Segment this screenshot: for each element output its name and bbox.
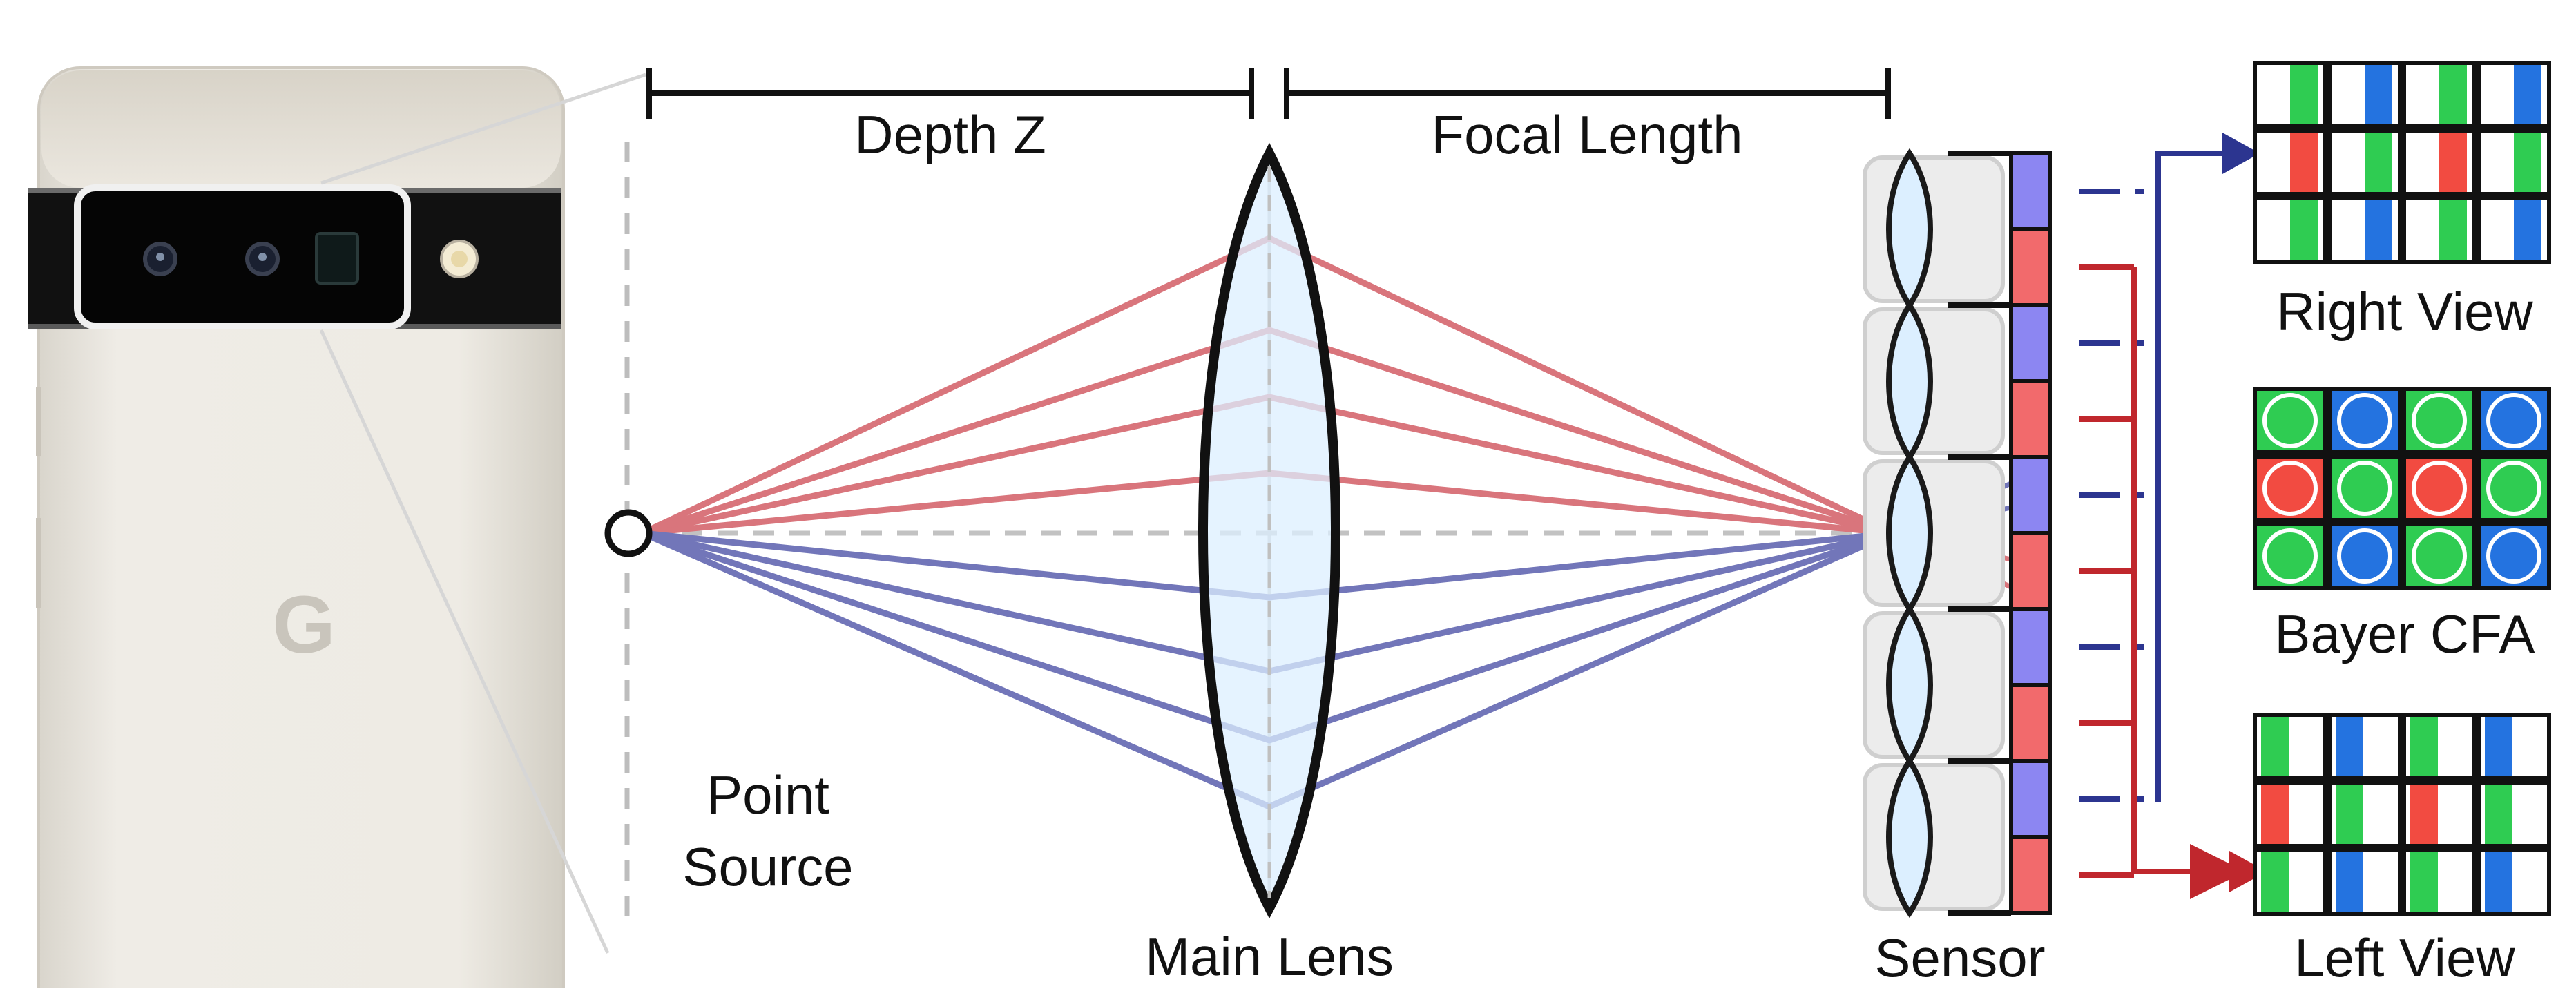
cfa-half-pixel	[2336, 717, 2363, 776]
point-source-label-2: Source	[682, 836, 853, 897]
cfa-half-pixel	[2410, 852, 2438, 912]
cfa-photodiode	[2486, 393, 2541, 448]
zoom-line-bottom	[319, 329, 610, 954]
cfa-half-pixel	[2365, 65, 2392, 124]
microlens-cell	[1863, 763, 2005, 911]
cfa-half-pixel	[2365, 200, 2392, 260]
cfa-photodiode	[2262, 528, 2318, 584]
red-bus	[2131, 267, 2217, 874]
pixel-phone-icon: G	[28, 66, 646, 991]
zoom-line-top	[320, 73, 646, 185]
cfa-half-pixel	[2290, 65, 2318, 124]
sensor-pixel-red	[2009, 835, 2052, 915]
focal-label: Focal Length	[1432, 104, 1743, 165]
phone-logo: G	[272, 579, 336, 671]
cfa-half-pixel	[2410, 717, 2438, 776]
right-view-label: Right View	[2276, 281, 2533, 342]
focal-dimension: Focal Length	[1284, 68, 1891, 165]
cfa-half-pixel	[2336, 852, 2363, 912]
microlens-cell	[1863, 307, 2005, 455]
cfa-half-pixel	[2336, 785, 2363, 844]
cfa-half-pixel	[2485, 717, 2512, 776]
cfa-half-pixel	[2514, 133, 2541, 192]
microlens-cell	[1863, 459, 2005, 607]
cfa-half-pixel	[2261, 717, 2289, 776]
sensor-stack	[1863, 148, 2052, 918]
cfa-half-pixel	[2439, 200, 2467, 260]
point-source-icon	[604, 509, 653, 557]
cfa-photodiode	[2262, 393, 2318, 448]
microlens-cell	[1863, 611, 2005, 759]
cfa-half-pixel	[2410, 785, 2438, 844]
microlens-cell	[1863, 155, 2005, 303]
sensor-pixel-blue	[2009, 455, 2052, 535]
cfa-photodiode	[2412, 461, 2467, 516]
cfa-half-pixel	[2514, 65, 2541, 124]
cfa-photodiode	[2337, 461, 2392, 516]
microlens-icon	[1886, 756, 1933, 918]
bayer-cfa-grid	[2253, 387, 2551, 590]
cfa-half-pixel	[2261, 785, 2289, 844]
cfa-half-pixel	[2290, 133, 2318, 192]
sensor-pixel-blue	[2009, 303, 2052, 383]
pixel-readout-wires	[2079, 133, 2267, 899]
sensor-pixel-red	[2009, 379, 2052, 459]
cfa-half-pixel	[2290, 200, 2318, 260]
camera-zoom-box	[74, 184, 411, 329]
cfa-photodiode	[2486, 528, 2541, 584]
cfa-half-pixel	[2261, 852, 2289, 912]
blue-bus	[2155, 151, 2224, 802]
cfa-half-pixel	[2365, 133, 2392, 192]
cfa-photodiode	[2412, 528, 2467, 584]
left-view-grid	[2253, 713, 2551, 916]
cfa-half-pixel	[2485, 785, 2512, 844]
main-lens	[1198, 142, 1340, 919]
sensor-pixel-blue	[2009, 151, 2052, 231]
left-view-label: Left View	[2294, 927, 2515, 988]
point-source-label-1: Point	[707, 764, 829, 825]
tele-lens-icon	[315, 232, 359, 285]
sensor-pixel-red	[2009, 683, 2052, 763]
cfa-photodiode	[2337, 528, 2392, 584]
bayer-cfa-label: Bayer CFA	[2274, 604, 2535, 664]
sensor-pixel-blue	[2009, 607, 2052, 687]
cfa-half-pixel	[2439, 133, 2467, 192]
cfa-half-pixel	[2514, 200, 2541, 260]
cfa-half-pixel	[2485, 852, 2512, 912]
arrow-right-icon	[2229, 851, 2267, 892]
depth-dimension: Depth Z	[646, 68, 1254, 165]
main-lens-label: Main Lens	[1145, 926, 1394, 987]
cfa-photodiode	[2412, 393, 2467, 448]
sensor-pixel-red	[2009, 227, 2052, 307]
cfa-photodiode	[2486, 461, 2541, 516]
cfa-photodiode	[2337, 393, 2392, 448]
arrow-right-icon	[2222, 133, 2260, 174]
right-view-grid	[2253, 61, 2551, 264]
cfa-photodiode	[2262, 461, 2318, 516]
depth-label: Depth Z	[854, 104, 1046, 165]
sensor-pixel-red	[2009, 531, 2052, 611]
cfa-half-pixel	[2439, 65, 2467, 124]
sensor-label: Sensor	[1874, 927, 2045, 988]
sensor-pixel-blue	[2009, 759, 2052, 839]
